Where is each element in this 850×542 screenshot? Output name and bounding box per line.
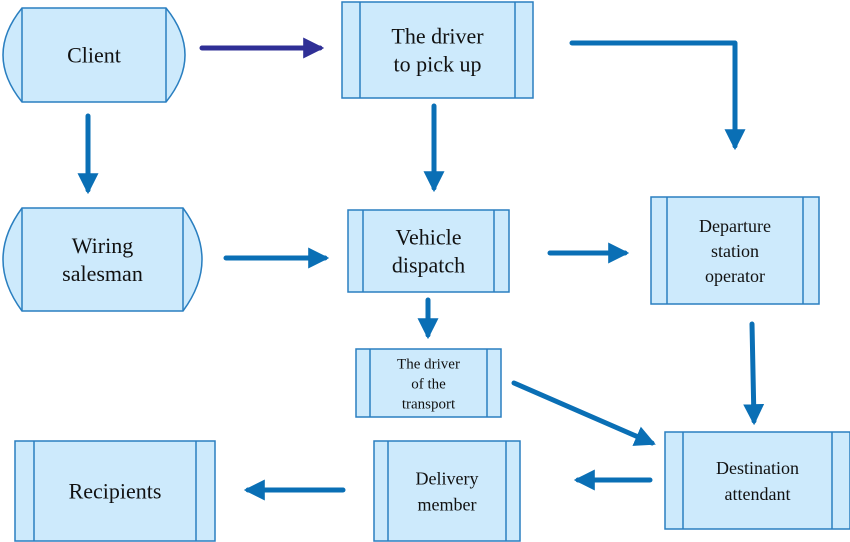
node-vehicle-dispatch: Vehicle dispatch xyxy=(347,209,510,293)
node-label: The driver to pick up xyxy=(391,24,484,77)
terminal-shape xyxy=(2,207,203,312)
process-shape xyxy=(373,440,521,542)
node-label: Wiring salesman xyxy=(62,233,143,286)
node-label-line: attendant xyxy=(725,484,791,504)
node-label: Vehicle dispatch xyxy=(392,225,465,278)
node-departure-operator: Departure station operator xyxy=(650,196,820,305)
arrow-departure-operator-to-destination-attendant xyxy=(743,321,765,426)
process-shape xyxy=(664,431,850,530)
node-label: Destination attendant xyxy=(716,458,799,504)
process-shape xyxy=(14,440,216,542)
node-recipients: Recipients xyxy=(14,440,216,542)
node-wiring-salesman: Wiring salesman xyxy=(2,207,203,312)
process-shape xyxy=(650,196,820,305)
process-shape xyxy=(341,1,534,99)
node-label-line: Delivery xyxy=(416,468,479,488)
node-driver-pickup: The driver to pick up xyxy=(341,1,534,99)
node-label-line: Destination xyxy=(716,458,799,478)
node-delivery-member: Delivery member xyxy=(373,440,521,542)
node-label-line: operator xyxy=(705,266,765,286)
node-label-line: of the xyxy=(411,376,446,392)
node-label: The driver of the transport xyxy=(397,356,460,412)
node-label-line: The driver xyxy=(391,24,484,49)
node-label-line: Recipients xyxy=(69,479,162,504)
node-label: Client xyxy=(67,43,121,68)
node-label-line: station xyxy=(711,241,759,261)
node-label: Delivery member xyxy=(416,468,479,514)
node-label-line: dispatch xyxy=(392,253,465,278)
process-shape xyxy=(355,348,502,418)
node-label-line: transport xyxy=(402,396,456,412)
process-shape xyxy=(347,209,510,293)
arrow-driver-transport-to-destination-attendant xyxy=(511,380,656,446)
node-driver-transport: The driver of the transport xyxy=(355,348,502,418)
node-label-line: to pick up xyxy=(394,52,482,77)
node-client: Client xyxy=(2,7,186,103)
node-label-line: member xyxy=(418,494,477,514)
node-label-line: Vehicle xyxy=(396,225,462,250)
node-label-line: salesman xyxy=(62,261,143,286)
edges-layer xyxy=(77,37,765,501)
node-destination-attendant: Destination attendant xyxy=(664,431,850,530)
node-label-line: Wiring xyxy=(72,233,133,258)
node-label: Departure station operator xyxy=(699,216,771,286)
node-label-line: Client xyxy=(67,43,121,68)
node-label-line: The driver xyxy=(397,356,460,372)
node-label-line: Departure xyxy=(699,216,771,236)
arrow-driver-pickup-to-departure-operator xyxy=(569,40,746,151)
node-label: Recipients xyxy=(69,479,162,504)
